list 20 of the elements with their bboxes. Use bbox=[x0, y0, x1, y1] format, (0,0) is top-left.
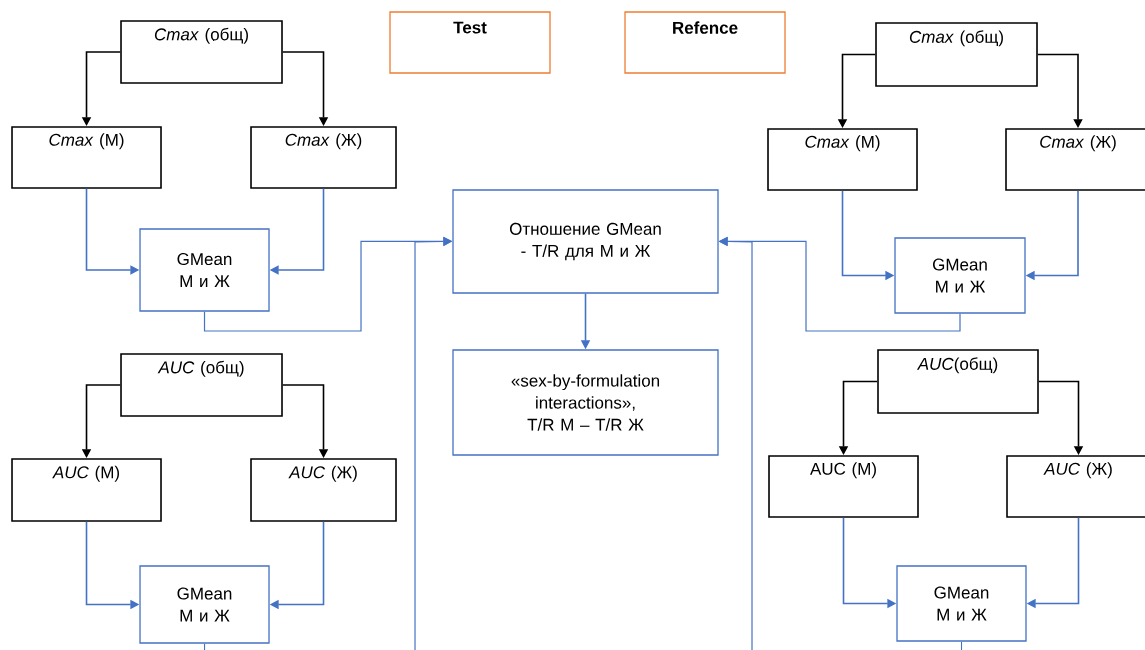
process-box: AUC (Ж) bbox=[250, 458, 397, 522]
process-box: AUC (М) bbox=[11, 458, 162, 522]
process-box: Cmax (Ж) bbox=[1005, 128, 1145, 191]
process-box: Cmax (общ) bbox=[120, 20, 283, 84]
process-box: GMean М и Ж bbox=[139, 228, 270, 312]
process-box: Cmax (М) bbox=[11, 126, 162, 189]
process-box: «sex-by-formulation interactions», T/R М – T/R Ж bbox=[452, 349, 719, 456]
process-box: Cmax (М) bbox=[767, 128, 918, 191]
process-box: GMean М и Ж bbox=[896, 565, 1027, 642]
process-box: AUC (М) bbox=[768, 455, 919, 518]
process-box: AUC (Ж) bbox=[1006, 455, 1145, 518]
label-box: Test bbox=[389, 11, 551, 74]
process-box: AUC (общ) bbox=[120, 353, 283, 417]
process-box: Отношение GMean - T/R для М и Ж bbox=[452, 189, 719, 294]
label-box: Refence bbox=[624, 11, 786, 74]
process-box: Cmax (общ) bbox=[875, 22, 1038, 87]
process-box: GMean М и Ж bbox=[139, 565, 270, 644]
process-box: AUC(общ) bbox=[877, 349, 1039, 414]
process-box: Cmax (Ж) bbox=[250, 126, 397, 189]
process-box: GMean М и Ж bbox=[894, 237, 1026, 314]
